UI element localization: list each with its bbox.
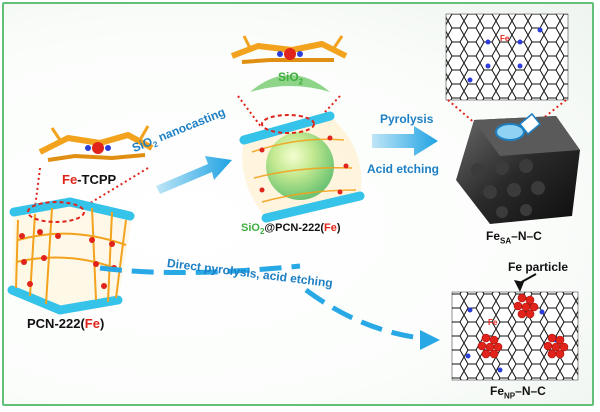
- fe-single-atom-label: Fe: [500, 34, 510, 43]
- porous-carbon-prism: [456, 112, 580, 224]
- pyrolysis-label: Pyrolysis: [380, 112, 434, 126]
- fesa-label-rest: –N–C: [511, 229, 542, 243]
- nanocasting-arrow: [156, 156, 232, 194]
- direct-pyrolysis-arrowhead: [420, 330, 440, 350]
- sio2-label: SiO2: [278, 70, 303, 86]
- pcn-222-structure: [7, 197, 135, 315]
- zoom-line: [311, 95, 341, 127]
- zoom-line: [34, 167, 41, 209]
- fe-tcpp-on-sio2: [230, 35, 348, 92]
- fenp-n-c-label: FeNP–N–C: [490, 384, 546, 400]
- fe-tcpp-label-metal: Fe: [62, 172, 78, 187]
- direct-pyrolysis-path: [99, 263, 301, 276]
- pcn-222-label-metal: Fe: [84, 316, 100, 331]
- composite-label-sub: 2: [259, 227, 265, 237]
- composite-label-sio: SiO: [241, 222, 260, 234]
- direct-pyrolysis-path: [304, 287, 421, 341]
- acid-etching-label: Acid etching: [367, 162, 440, 176]
- fe-tcpp-label: Fe-TCPP: [62, 172, 116, 187]
- sio2-pcn-222-composite: [239, 111, 365, 223]
- fe-tcpp-molecule: [38, 125, 154, 162]
- particle-pointer: [517, 273, 537, 285]
- pcn-222-label: PCN-222(Fe): [27, 316, 104, 331]
- sio2-label-sub: 2: [298, 77, 304, 87]
- fesa-label-base: Fe: [486, 229, 501, 243]
- fesa-label-sub: SA: [500, 236, 512, 246]
- pcn-222-label-suffix: ): [99, 316, 105, 331]
- fe-nanoparticles: [477, 293, 569, 359]
- fe-atom-label: Fe: [488, 318, 498, 327]
- fenp-label-base: Fe: [490, 384, 505, 398]
- fenp-label-sub: NP: [504, 391, 516, 401]
- fe-tcpp-label-ligand: -TCPP: [77, 172, 117, 187]
- zoom-line: [237, 95, 263, 129]
- pyrolysis-arrow: [372, 126, 438, 156]
- pcn-222-label-prefix: PCN-222(: [27, 316, 85, 331]
- composite-label-close: ): [336, 222, 341, 234]
- composite-label-metal: Fe: [324, 222, 337, 234]
- fesa-graphene-sheet: [445, 13, 569, 101]
- sio2-label-base: SiO: [278, 70, 299, 84]
- zoom-line: [525, 99, 567, 133]
- fesa-n-c-label: FeSA–N–C: [486, 229, 542, 245]
- sio2-pcn-222-label: SiO2@PCN-222(Fe): [241, 222, 341, 236]
- fe-particle-label: Fe particle: [508, 260, 569, 274]
- fenp-label-rest: –N–C: [515, 384, 546, 398]
- composite-label-rest: @PCN-222(: [264, 222, 325, 234]
